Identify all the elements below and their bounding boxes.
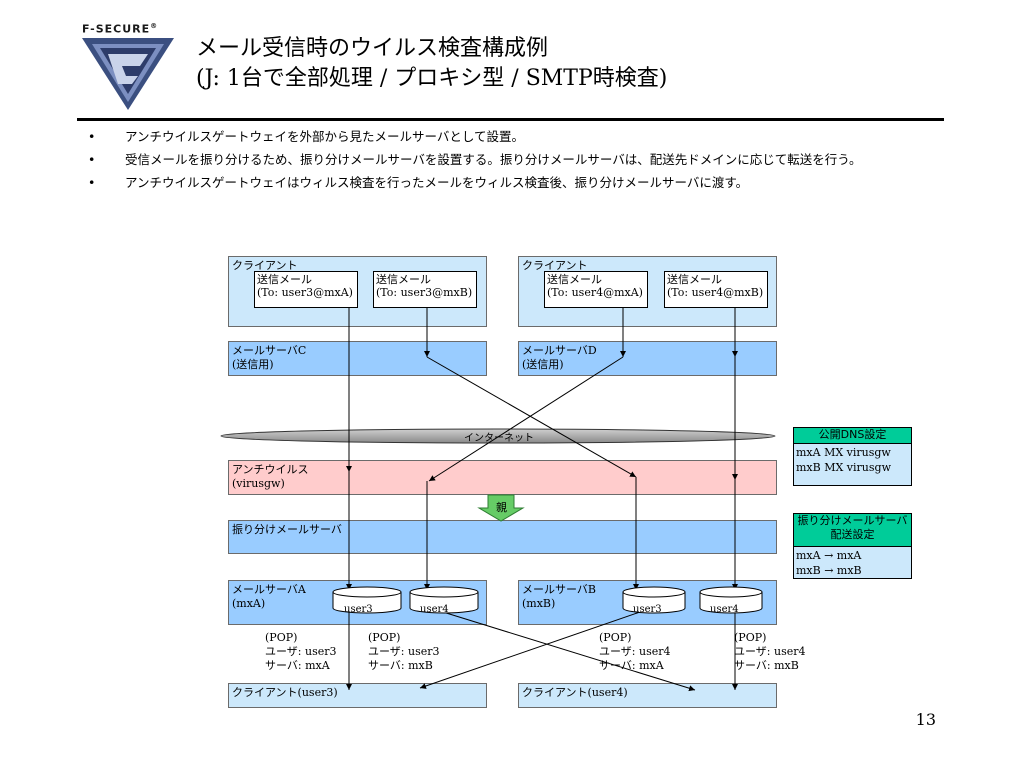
title-divider [77, 118, 944, 121]
mailbox-cylinder [332, 586, 402, 614]
pop-label-user3-mxA: (POP) ユーザ: user3 サーバ: mxA [265, 631, 337, 672]
internet-label: インターネット [464, 433, 534, 444]
flow-arrow [442, 611, 696, 692]
bullet-list: •アンチウイルスゲートウェイを外部から見たメールサーバとして設置。 •受信メール… [88, 128, 938, 197]
dispatch-panel-body: mxA → mxA mxB → mxB [793, 546, 912, 579]
dispatch-mail-server: 振り分けメールサーバ [228, 520, 777, 554]
dispatch-rule: mxB → mxB [796, 564, 862, 577]
mailbox-label: user3 [344, 604, 373, 615]
title-line-1: メール受信時のウイルス検査構成例 [196, 36, 549, 61]
mailbox-label: user4 [420, 604, 449, 615]
client-user3: クライアント(user3) [228, 683, 487, 708]
dispatch-rule: mxA → mxA [796, 549, 862, 562]
parent-label: 親 [496, 501, 507, 514]
pop-label-user4-mxB: (POP) ユーザ: user4 サーバ: mxB [734, 631, 806, 672]
internet-cloud [220, 428, 776, 444]
flow-arrow [428, 356, 624, 482]
dns-record: mxA MX virusgw [796, 446, 891, 459]
dns-record: mxB MX virusgw [796, 461, 891, 474]
logo-wordmark: F-SECURE® [82, 22, 159, 36]
dns-panel-body: mxA MX virusgw mxB MX virusgw [793, 443, 912, 486]
fsecure-shield-icon [82, 38, 174, 110]
parent-arrow [477, 494, 525, 522]
antivirus-gateway: アンチウイルス (virusgw) [228, 460, 777, 495]
flow-arrow [419, 611, 641, 689]
mail-server-d: メールサーバD (送信用) [518, 341, 777, 376]
mailbox-label: user4 [710, 604, 739, 615]
send-mail-user3-mxB: 送信メール (To: user3@mxB) [373, 271, 477, 308]
fsecure-logo [78, 18, 178, 113]
flow-arrow [426, 356, 637, 478]
mailbox-cylinder [409, 586, 479, 614]
send-mail-user3-mxA: 送信メール (To: user3@mxA) [254, 271, 358, 308]
send-mail-user4-mxB: 送信メール (To: user4@mxB) [664, 271, 768, 308]
dispatch-panel-head: 振り分けメールサーバ 配送設定 [793, 513, 912, 547]
bullet-item: •受信メールを振り分けるため、振り分けメールサーバを設置する。振り分けメールサー… [88, 152, 862, 167]
bullet-item: •アンチウイルスゲートウェイはウィルス検査を行ったメールをウィルス検査後、振り分… [88, 175, 749, 190]
send-mail-user4-mxA: 送信メール (To: user4@mxA) [544, 271, 648, 308]
mailbox-cylinder [699, 586, 763, 614]
mailbox-cylinder [622, 586, 686, 614]
title-line-2: (J: 1台で全部処理 / プロキシ型 / SMTP時検査) [196, 66, 668, 91]
page-title: メール受信時のウイルス検査構成例 (J: 1台で全部処理 / プロキシ型 / S… [196, 34, 667, 94]
mail-server-c: メールサーバC (送信用) [228, 341, 487, 376]
bullet-item: •アンチウイルスゲートウェイを外部から見たメールサーバとして設置。 [88, 129, 525, 144]
page-number: 13 [915, 710, 936, 729]
mailbox-label: user3 [633, 604, 662, 615]
pop-label-user3-mxB: (POP) ユーザ: user3 サーバ: mxB [368, 631, 440, 672]
